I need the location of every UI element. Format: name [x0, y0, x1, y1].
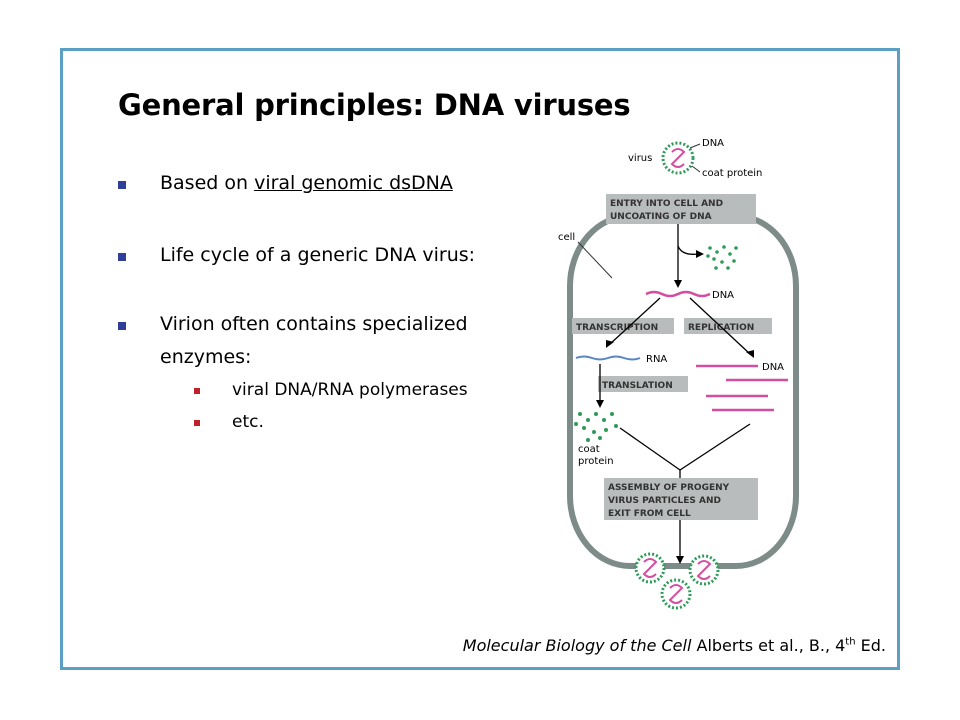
arrow-to-rna-head	[606, 340, 614, 348]
transcription-label: TRANSCRIPTION	[576, 323, 658, 333]
rna-strand	[575, 355, 641, 361]
dna-label-top: DNA	[702, 138, 724, 149]
released-coat-proteins	[706, 245, 738, 270]
bullet-marker	[118, 181, 126, 189]
assembly-label-line1: ASSEMBLY OF PROGENY	[608, 483, 730, 493]
replicated-dna-strands	[696, 364, 788, 412]
replication-label: REPLICATION	[688, 323, 754, 333]
virus-label: virus	[628, 153, 652, 164]
rna-label: RNA	[646, 354, 667, 365]
entry-label-line1: ENTRY INTO CELL AND	[610, 199, 723, 209]
bullet-genome-prefix: Based on	[160, 172, 255, 194]
arrow-to-protein-head	[596, 400, 604, 408]
bullet-virion-line1: Virion often contains specialized	[160, 313, 468, 335]
bullet-life-cycle: Life cycle of a generic DNA virus:	[118, 244, 476, 266]
replication-box	[684, 318, 772, 334]
bullet-marker	[118, 253, 126, 261]
progeny-virus-2	[688, 554, 720, 586]
assembly-label-box	[604, 478, 758, 520]
dna-strand-mid	[645, 290, 711, 298]
coat-label-line1: coat	[578, 444, 600, 455]
bullet-virion-line2: enzymes:	[160, 346, 252, 368]
bullet-life-cycle-text: Life cycle of a generic DNA virus:	[160, 244, 476, 266]
converge-line-left	[619, 427, 681, 471]
citation-superscript: th	[845, 636, 856, 648]
coat-proteins	[574, 412, 618, 442]
cell-label: cell	[558, 232, 575, 243]
assembly-label-line2: VIRUS PARTICLES AND	[608, 496, 721, 506]
citation-edition: Ed.	[855, 636, 886, 655]
sub-bullet-polymerases: viral DNA/RNA polymerases	[194, 380, 468, 400]
progeny-virus-3	[660, 578, 692, 610]
dna-label-right: DNA	[762, 362, 784, 373]
dna-virus-life-cycle-diagram: cell virus DNA coat protein ENTRY INTO C…	[558, 138, 799, 610]
arrow-exit-head	[676, 556, 684, 564]
coat-label-line2: protein	[578, 456, 614, 467]
coat-pointer-line	[691, 165, 701, 173]
translation-label: TRANSLATION	[602, 381, 673, 391]
arrow-to-rna	[609, 297, 661, 345]
citation-authors: Alberts et al., B., 4	[691, 636, 846, 655]
bullet-marker	[118, 322, 126, 330]
progeny-virus-1	[634, 552, 666, 584]
arrow-entry-to-dna-head	[674, 280, 682, 288]
viral-genomic-dsdna-link[interactable]: viral genomic dsDNA	[254, 172, 453, 194]
bullet-virion: Virion often contains specialized	[118, 313, 468, 335]
assembly-label-line3: EXIT FROM CELL	[608, 509, 691, 519]
sub-bullet-text: viral DNA/RNA polymerases	[232, 380, 468, 400]
sub-bullet-marker	[194, 420, 200, 426]
virus-particle-top	[661, 141, 695, 175]
bullet-virion-cont: enzymes:	[160, 346, 251, 368]
coat-protein-label-top: coat protein	[702, 168, 762, 179]
slide-title: General principles: DNA viruses	[118, 88, 631, 122]
citation: Molecular Biology of the Cell Alberts et…	[463, 636, 886, 655]
dna-label-mid: DNA	[712, 290, 734, 301]
transcription-box	[572, 318, 674, 334]
bullet-genome: Based on viral genomic dsDNA	[118, 172, 453, 194]
arrow-to-replication-head	[746, 350, 754, 358]
dna-pointer-line	[689, 143, 701, 149]
cell-pointer-line	[577, 241, 613, 279]
entry-label-box	[606, 194, 756, 224]
arrow-uncoat-branch	[677, 245, 699, 255]
arrow-uncoat-branch-head	[696, 250, 704, 258]
entry-label-line2: UNCOATING OF DNA	[610, 212, 712, 222]
sub-bullet-text: etc.	[232, 412, 264, 432]
translation-box	[598, 376, 688, 392]
sub-bullet-etc: etc.	[194, 412, 264, 432]
citation-book-title: Molecular Biology of the Cell	[462, 636, 692, 655]
converge-line-right	[679, 423, 751, 471]
sub-bullet-marker	[194, 388, 200, 394]
arrow-to-replication	[689, 297, 751, 355]
